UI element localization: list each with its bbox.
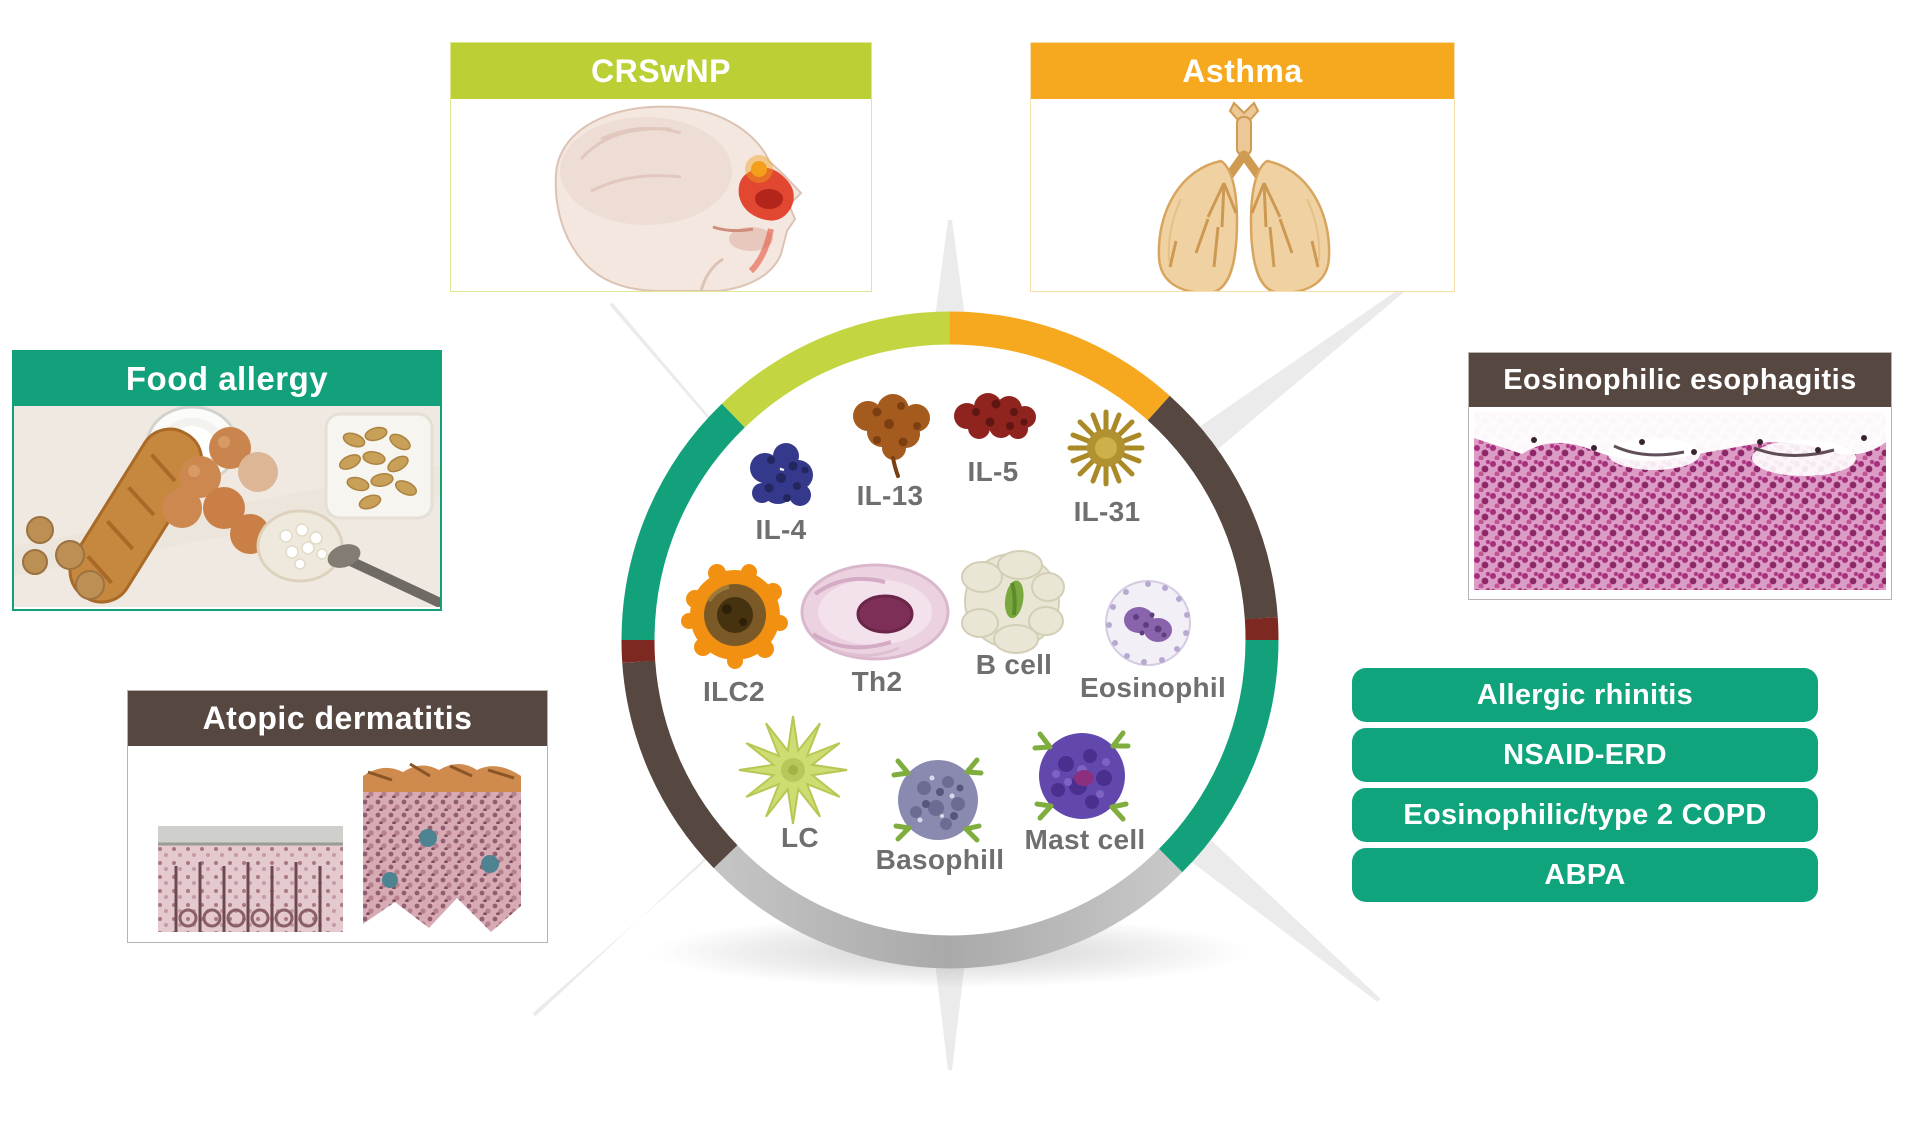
ring-segment-food-allergy — [621, 403, 745, 641]
cell-label-bcell: B cell — [975, 649, 1053, 680]
cell-label-mastcell: Mast cell — [1024, 824, 1146, 855]
food-allergy-title: Food allergy — [125, 360, 329, 397]
atopic-dermatitis-panel: Atopic dermatitis — [127, 690, 548, 943]
asthma-header: Asthma — [1031, 43, 1454, 99]
spoon-icon — [327, 544, 440, 607]
spoke-upper-left-icon — [609, 302, 733, 445]
inflamed-skin-block — [363, 762, 521, 932]
b-cell-icon — [961, 550, 1065, 654]
radiating-spokes — [532, 220, 1409, 1070]
mast-cell-icon — [1032, 730, 1131, 822]
il13-protein-icon — [853, 394, 930, 478]
cell-label-ilc2: ILC2 — [703, 676, 765, 707]
spoke-lower-right-icon — [1187, 835, 1381, 1002]
crswnp-title: CRSwNP — [591, 52, 731, 89]
crswnp-header: CRSwNP — [451, 43, 871, 99]
cell-label-basophill: Basophill — [875, 844, 1005, 875]
crswnp-panel: CRSwNP — [450, 42, 872, 292]
ring-segment-eosinophilic-esophagitis — [1147, 395, 1278, 620]
cytokine-label-il5: IL-5 — [967, 456, 1019, 487]
spoke-lower-left-icon — [532, 843, 721, 1017]
cell-label-eosinophil: Eosinophil — [1079, 672, 1227, 703]
atopic-dermatitis-header: Atopic dermatitis — [128, 691, 547, 746]
sinus-head-icon — [554, 105, 803, 291]
eosinophilic-esophagitis-panel: Eosinophilic esophagitis — [1468, 352, 1892, 600]
esophagus-histology-icon — [1474, 412, 1886, 590]
il4-protein-icon — [750, 443, 813, 506]
ring-segment-comorbidities — [1158, 639, 1279, 873]
spoke-upper-right-icon — [1192, 284, 1409, 452]
langerhans-cell-icon — [738, 715, 848, 825]
cytokine-label-il4: IL-4 — [755, 514, 807, 545]
ring-segment-inactive — [713, 845, 1183, 969]
asthma-title: Asthma — [1182, 52, 1303, 89]
spoke-down-icon — [935, 962, 965, 1070]
ring-segment-asthma — [949, 311, 1170, 421]
th2-cell-icon — [800, 563, 950, 661]
abpa-button: ABPA — [1352, 848, 1818, 902]
comorbidity-button-list: Allergic rhinitis NSAID-ERD Eosinophilic… — [1352, 668, 1818, 908]
hub-ring — [621, 311, 1279, 969]
atopic-dermatitis-histology — [128, 746, 547, 942]
normal-skin-block — [158, 826, 343, 932]
eosinophilic-esophagitis-header: Eosinophilic esophagitis — [1469, 353, 1891, 407]
atopic-dermatitis-title: Atopic dermatitis — [202, 700, 473, 736]
crswnp-illustration — [451, 99, 871, 291]
lungs-icon — [1157, 101, 1331, 291]
allergen-foods-icon — [14, 406, 440, 607]
eosinophilic-esophagitis-title: Eosinophilic esophagitis — [1503, 363, 1857, 396]
cytokine-label-il13: IL-13 — [856, 480, 924, 511]
eggs-icon — [162, 427, 278, 554]
il31-protein-icon — [1067, 409, 1145, 487]
asthma-illustration — [1031, 99, 1454, 291]
skin-histology-icon — [158, 762, 521, 932]
eosinophilic-esophagitis-histology — [1469, 407, 1891, 595]
ring-segment-atopic-dermatitis — [622, 660, 738, 869]
food-allergy-panel: Food allergy — [12, 350, 442, 611]
cell-label-lc: LC — [781, 822, 819, 853]
cytokine-label-il31: IL-31 — [1073, 496, 1141, 527]
allergic-rhinitis-button: Allergic rhinitis — [1352, 668, 1818, 722]
walnuts-icon — [22, 516, 105, 600]
spoke-up-icon — [935, 220, 965, 318]
peanuts-icon — [338, 426, 418, 510]
nsaid-erd-button: NSAID-ERD — [1352, 728, 1818, 782]
eosinophil-cell-icon — [1105, 580, 1191, 666]
il5-protein-icon — [954, 393, 1036, 439]
eosinophilic-type2-copd-button: Eosinophilic/type 2 COPD — [1352, 788, 1818, 842]
cell-label-th2: Th2 — [851, 666, 903, 697]
ring-segment-crswnp — [721, 311, 951, 428]
cheese-curds-icon — [279, 523, 328, 570]
ring-sliver-left — [621, 639, 656, 663]
basophil-cell-icon — [891, 757, 984, 843]
ring-sliver-right — [1244, 617, 1279, 641]
asthma-panel: Asthma — [1030, 42, 1455, 292]
ilc2-cell-icon — [681, 564, 788, 669]
food-allergy-header: Food allergy — [14, 352, 440, 406]
food-allergy-photo — [14, 406, 440, 607]
